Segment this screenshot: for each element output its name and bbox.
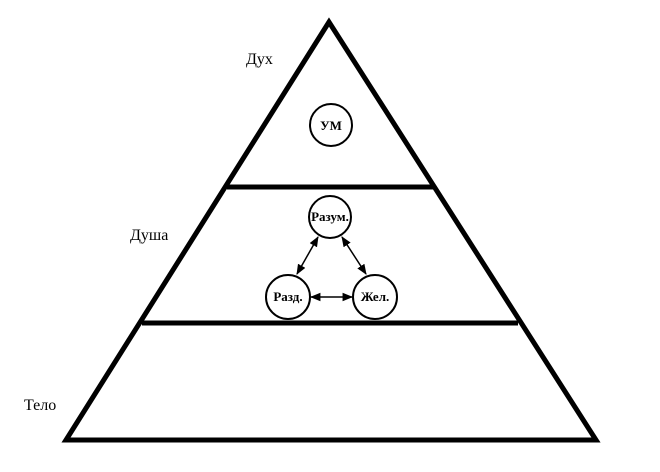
node-reason: Разум. (308, 195, 352, 239)
arrow-reason-desire (341, 236, 367, 275)
level-label-body: Тело (24, 397, 56, 414)
node-anger-label: Разд. (273, 289, 302, 304)
node-mind-label: УМ (320, 118, 342, 133)
node-mind: УМ (309, 103, 353, 147)
level-label-spirit: Дух (246, 51, 273, 68)
level-label-soul: Душа (130, 227, 168, 244)
node-reason-label: Разум. (311, 209, 349, 224)
node-anger: Разд. (265, 274, 311, 320)
pyramid-outline (61, 17, 601, 443)
arrow-reason-anger (296, 236, 319, 275)
node-desire-label: Жел. (361, 289, 390, 304)
node-desire: Жел. (352, 274, 398, 320)
